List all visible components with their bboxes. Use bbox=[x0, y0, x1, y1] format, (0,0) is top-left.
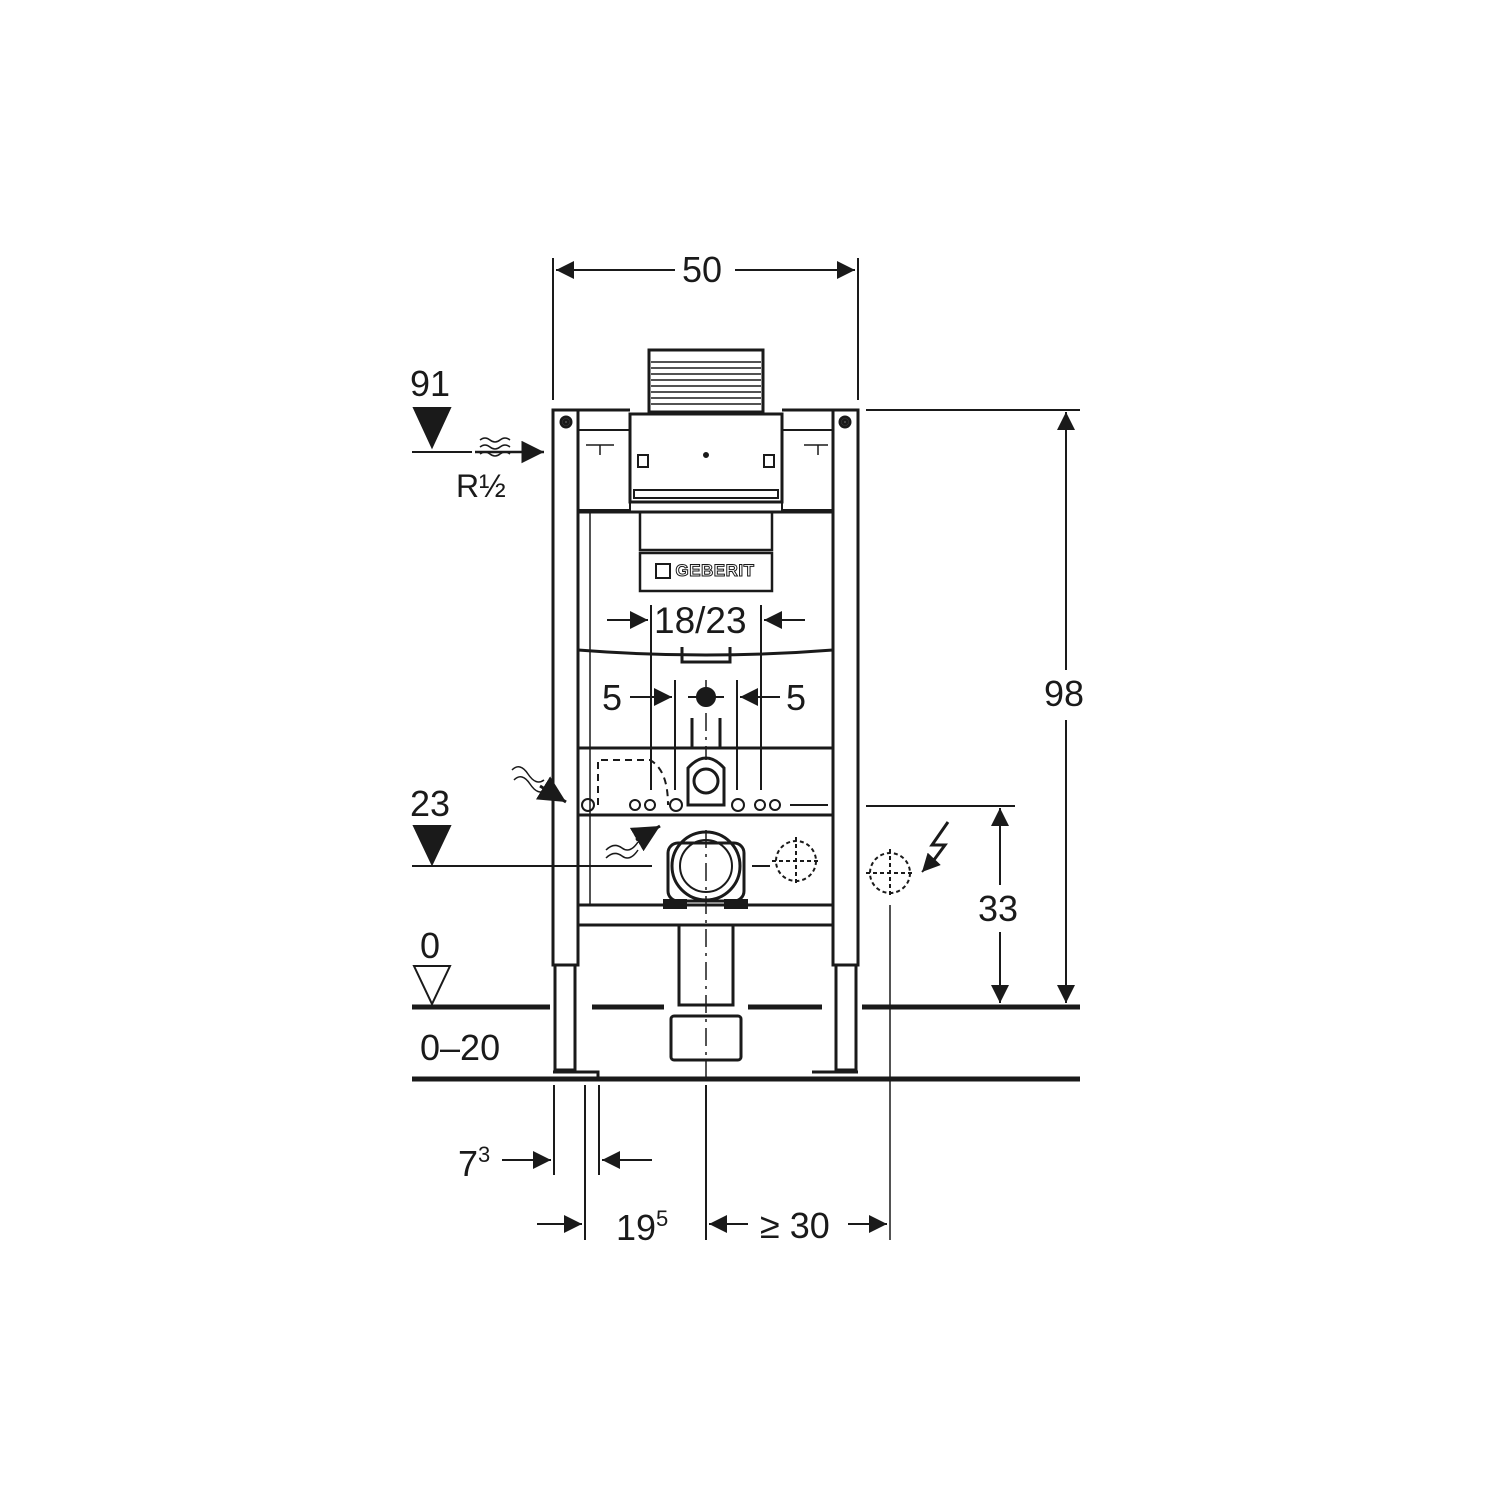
label-water-supply-level: 91 bbox=[410, 363, 451, 404]
dimension-height-98 bbox=[866, 409, 1080, 1003]
label-offset-left: 5 bbox=[602, 677, 623, 718]
dimension-height-33 bbox=[866, 805, 1015, 1003]
flush-bend bbox=[581, 756, 828, 812]
label-frame-depth: 195 bbox=[614, 1208, 670, 1246]
frame-depth-sup: 5 bbox=[656, 1206, 669, 1231]
foot-offset-sup: 3 bbox=[478, 1142, 491, 1167]
cistern-body bbox=[577, 412, 834, 905]
cistern-inspection-grill bbox=[647, 348, 765, 414]
electric-socket-outside bbox=[866, 849, 914, 897]
label-height-total: 98 bbox=[1042, 673, 1087, 714]
brand-logo: GEBERIT bbox=[642, 555, 768, 587]
flow-arrow-icon bbox=[605, 841, 639, 859]
label-waste-level: 23 bbox=[410, 783, 451, 824]
dimension-flush-opening bbox=[607, 605, 805, 790]
level-marker-filled-icon bbox=[412, 407, 452, 450]
waste-pipe-connection bbox=[663, 680, 748, 1080]
label-width: 50 bbox=[680, 249, 725, 290]
foot-offset-base: 7 bbox=[458, 1143, 479, 1184]
label-flush-opening: 18/23 bbox=[652, 600, 749, 641]
label-water-supply-thread: R½ bbox=[456, 468, 506, 504]
level-marker-filled-icon bbox=[412, 825, 452, 867]
label-offset-right: 5 bbox=[786, 677, 807, 718]
label-height-drain: 33 bbox=[976, 888, 1021, 929]
dimension-width-50 bbox=[552, 258, 859, 400]
label-min-clearance: ≥ 30 bbox=[760, 1205, 830, 1246]
frame-depth-base: 19 bbox=[616, 1207, 657, 1248]
electric-socket-inside bbox=[772, 837, 820, 885]
label-foot-offset: 73 bbox=[456, 1144, 492, 1182]
level-marker-open-icon bbox=[412, 965, 452, 1007]
water-supply-arrow-icon bbox=[479, 437, 511, 457]
label-floor-level: 0 bbox=[420, 925, 441, 966]
label-floor-range: 0–20 bbox=[420, 1027, 501, 1068]
dimension-bottom bbox=[502, 1085, 887, 1240]
